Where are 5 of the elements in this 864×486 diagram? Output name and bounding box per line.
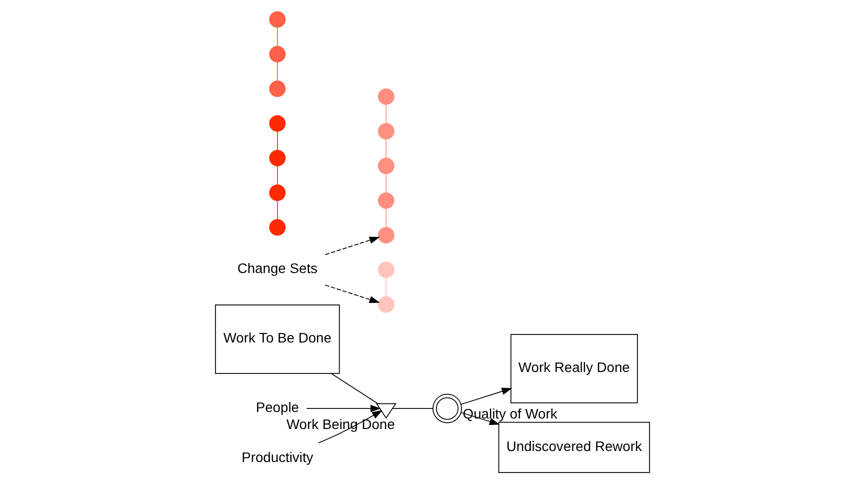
node-text: Productivity xyxy=(241,449,313,466)
node-text: Change Sets xyxy=(236,260,317,276)
node-text: People xyxy=(255,398,298,415)
node-label: Quality of Work xyxy=(462,405,557,422)
node-label: Work Being Done xyxy=(286,416,394,432)
